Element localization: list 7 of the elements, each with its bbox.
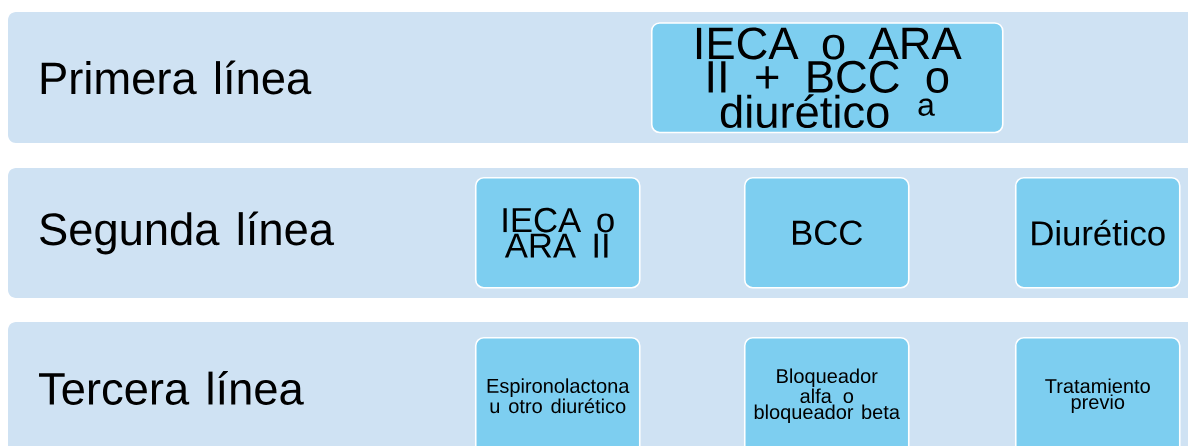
drug-box: Diurético (1014, 176, 1181, 289)
drug-box: IECA o ARA II (474, 176, 641, 289)
drug-box: Tratamiento previo (1014, 336, 1181, 446)
drug-box: Bloqueador alfa o bloqueador beta (743, 336, 910, 446)
drug-box: BCC (743, 176, 910, 289)
drug-box: IECA o ARA II + BCC o diurético $^{a}$ (650, 22, 1004, 134)
drug-box: Espironolactona u otro diurético (474, 336, 641, 446)
